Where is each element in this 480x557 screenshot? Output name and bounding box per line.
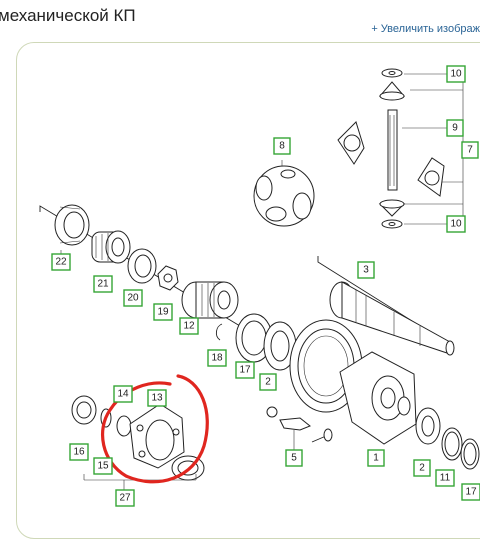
- svg-text:16: 16: [73, 447, 85, 458]
- callout-5[interactable]: 5: [285, 449, 303, 467]
- callout-7[interactable]: 7: [461, 141, 479, 159]
- callout-27[interactable]: 27: [115, 489, 135, 507]
- callout-3[interactable]: 3: [357, 261, 375, 279]
- svg-text:2: 2: [419, 463, 425, 474]
- callout-17-center[interactable]: 17: [235, 361, 255, 379]
- svg-text:20: 20: [127, 293, 139, 304]
- svg-text:7: 7: [467, 145, 473, 156]
- callout-20[interactable]: 20: [123, 289, 143, 307]
- pinion-shaft-assembly: [337, 68, 464, 229]
- spherical-housing-part: [253, 160, 315, 227]
- callout-21[interactable]: 21: [93, 275, 113, 293]
- callout-11[interactable]: 11: [435, 469, 455, 487]
- svg-text:19: 19: [157, 307, 169, 318]
- callout-13[interactable]: 13: [147, 389, 167, 407]
- flange-group: [71, 395, 205, 490]
- svg-text:21: 21: [97, 279, 109, 290]
- svg-text:22: 22: [55, 257, 67, 268]
- svg-text:1: 1: [373, 453, 379, 464]
- callout-12[interactable]: 12: [179, 317, 199, 335]
- svg-text:10: 10: [450, 219, 462, 230]
- callout-10-top[interactable]: 10: [446, 65, 466, 83]
- svg-text:13: 13: [151, 393, 163, 404]
- svg-text:5: 5: [291, 453, 297, 464]
- callout-15[interactable]: 15: [93, 457, 113, 475]
- callout-22[interactable]: 22: [51, 253, 71, 271]
- callout-10-bottom[interactable]: 10: [446, 215, 466, 233]
- svg-text:8: 8: [279, 141, 285, 152]
- callout-14[interactable]: 14: [113, 385, 133, 403]
- svg-text:9: 9: [452, 123, 458, 134]
- zoom-image-link[interactable]: + Увеличить изображ: [371, 23, 480, 35]
- callout-17-right[interactable]: 17: [461, 483, 480, 501]
- callout-19[interactable]: 19: [153, 303, 173, 321]
- callout-16[interactable]: 16: [69, 443, 89, 461]
- callout-2-right[interactable]: 2: [413, 459, 431, 477]
- svg-text:27: 27: [119, 493, 131, 504]
- callout-1[interactable]: 1: [367, 449, 385, 467]
- center-bearing-parts: [235, 313, 297, 371]
- svg-text:3: 3: [363, 265, 369, 276]
- callout-2-center[interactable]: 2: [259, 373, 277, 391]
- svg-text:10: 10: [450, 69, 462, 80]
- bracket-and-bolt-part: [266, 406, 333, 450]
- callout-18[interactable]: 18: [207, 349, 227, 367]
- callout-9[interactable]: 9: [446, 119, 464, 137]
- ring-gear-and-case: [289, 319, 480, 470]
- svg-text:17: 17: [465, 487, 477, 498]
- svg-text:18: 18: [211, 353, 223, 364]
- svg-text:14: 14: [117, 389, 129, 400]
- svg-text:12: 12: [183, 321, 195, 332]
- shaft-parts-row: [39, 204, 241, 341]
- output-shaft-part: [317, 256, 455, 356]
- svg-text:11: 11: [440, 473, 451, 484]
- svg-text:15: 15: [97, 461, 109, 472]
- svg-text:17: 17: [239, 365, 251, 376]
- page-title: механической КП: [0, 6, 136, 25]
- svg-text:2: 2: [265, 377, 271, 388]
- callout-8[interactable]: 8: [273, 137, 291, 155]
